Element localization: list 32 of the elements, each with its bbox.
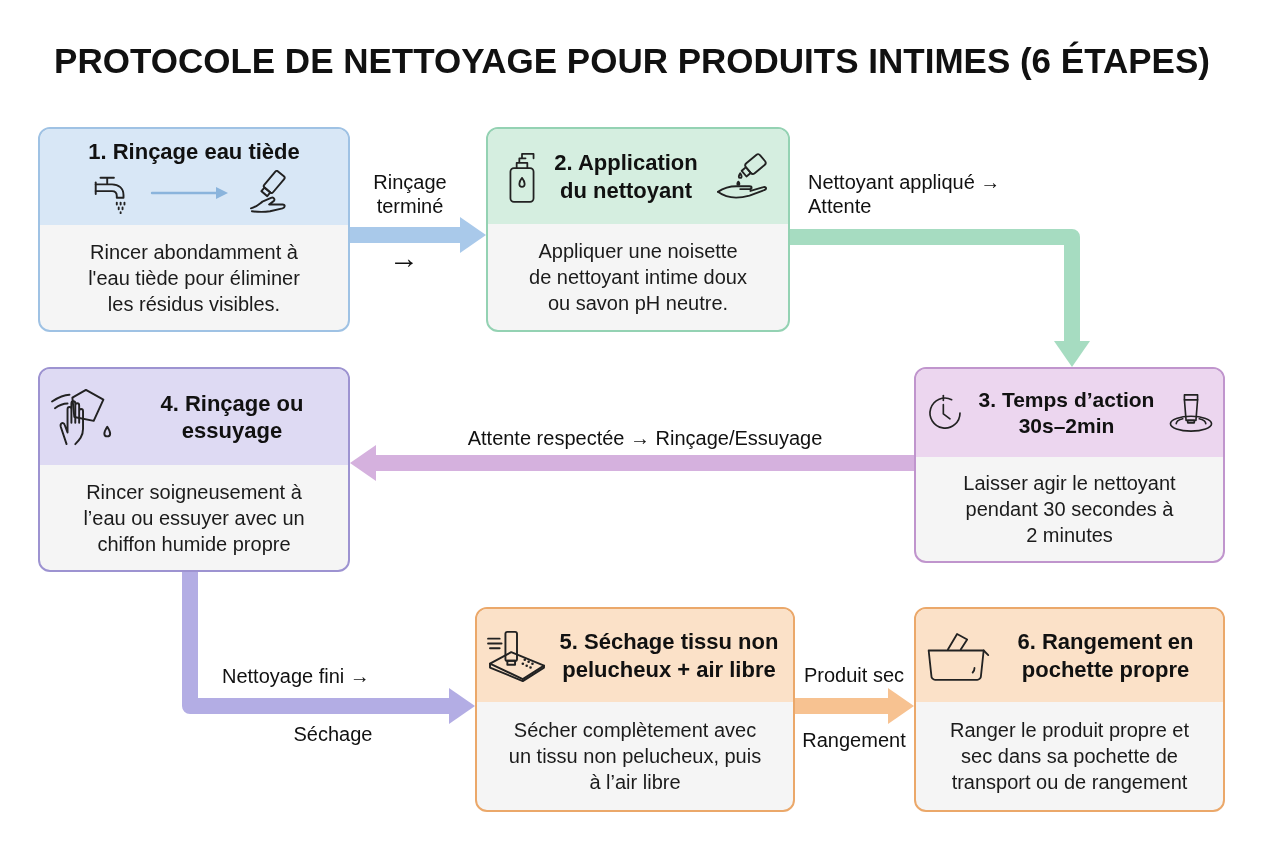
- step-description: Rincer abondamment à l'eau tiède pour éliminer les résidus visibles.: [87, 239, 301, 317]
- caption-text: Séchage: [293, 722, 373, 746]
- step-card: [475, 607, 795, 812]
- step-description: Ranger le produit propre et sec dans sa pochette de transport ou de rangement: [948, 718, 1190, 795]
- step-card: [38, 127, 350, 332]
- edge-label: Produit sec: [803, 663, 905, 687]
- step-title: 2. Application du nettoyant: [553, 149, 699, 204]
- step-description: Laisser agir le nettoyant pendant 30 secondes à 2 minutes: [962, 471, 1177, 548]
- edge-label: Attente respectée → Rinçage/Essuyage: [467, 426, 823, 450]
- edge-label: Nettoyant appliqué → Attente: [808, 170, 1002, 218]
- edge-label: Nettoyage fini →: [222, 664, 370, 688]
- flow-arrow: [182, 572, 475, 724]
- step-card: [486, 127, 790, 332]
- flow-arrow: [350, 445, 914, 481]
- step-title: 3. Temps d’action 30s–2min: [977, 386, 1156, 439]
- step-description: Rincer soigneusement à l’eau ou essuyer avec un chiffon humide propre: [82, 479, 306, 557]
- caption-text: Rangement: [802, 728, 906, 752]
- flow-arrow: [790, 229, 1090, 367]
- flow-arrow: [795, 688, 914, 724]
- step-description: Sécher complètement avec un tissu non pelucheux, puis à l’air libre: [507, 718, 763, 795]
- step-card: [914, 607, 1225, 812]
- step-title: 4. Rinçage ou essuyage: [159, 389, 305, 445]
- step-title: 1. Rinçage eau tiède: [88, 138, 300, 166]
- step-title: 6. Rangement en pochette propre: [1016, 628, 1195, 683]
- step-description: Appliquer une noisette de nettoyant intime doux ou savon pH neutre.: [528, 239, 748, 316]
- diagram-title: PROTOCOLE DE NETTOYAGE POUR PRODUITS INTIMES (6 ÉTAPES): [54, 41, 1210, 82]
- edge-label: Rinçage terminé: [372, 170, 448, 218]
- step-card: [914, 367, 1225, 563]
- flow-arrow: [350, 217, 486, 253]
- arrow-symbol: →: [389, 240, 419, 276]
- step-card: [38, 367, 350, 572]
- step-title: 5. Séchage tissu non pelucheux + air libre: [558, 628, 780, 683]
